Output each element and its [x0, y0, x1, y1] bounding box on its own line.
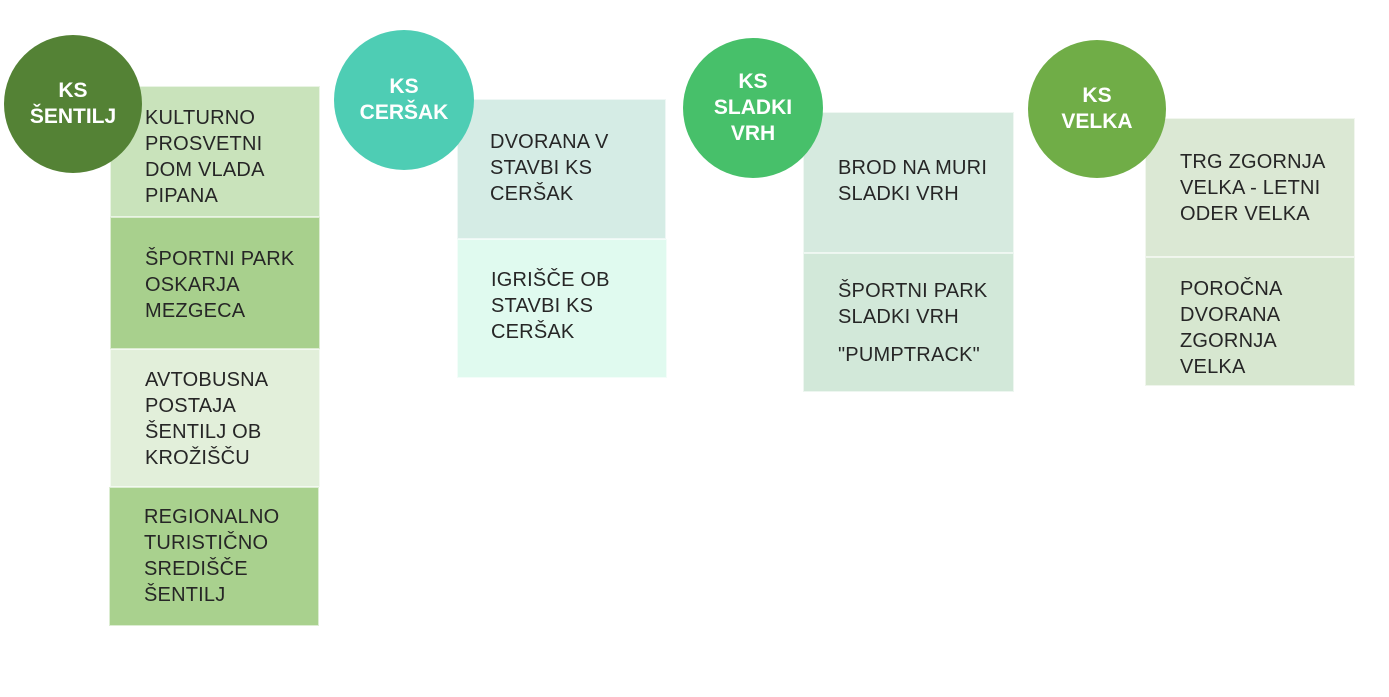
item-label-secondary: "PUMPTRACK"	[838, 344, 980, 366]
item-label: IGRIŠČE OB STAVBI KS CERŠAK	[491, 269, 610, 343]
item-label: ŠPORTNI PARK OSKARJA MEZGECA	[145, 248, 295, 322]
sladki-vrh-item-2: ŠPORTNI PARK SLADKI VRH "PUMPTRACK"	[803, 253, 1014, 392]
sentilj-item-1: KULTURNO PROSVETNI DOM VLADA PIPANA	[110, 86, 320, 217]
node-title-line: VELKA	[1061, 110, 1133, 133]
sentilj-item-3: AVTOBUSNA POSTAJA ŠENTILJ OB KROŽIŠČU	[110, 349, 320, 487]
sentilj-item-2: ŠPORTNI PARK OSKARJA MEZGECA	[110, 217, 320, 349]
node-title-line: KS	[738, 69, 768, 93]
node-title-line: ŠENTILJ	[29, 105, 117, 128]
ks-sentilj-node: KS ŠENTILJ	[4, 35, 142, 173]
item-label: AVTOBUSNA POSTAJA ŠENTILJ OB KROŽIŠČU	[145, 369, 268, 469]
node-title-line: KS	[389, 74, 419, 98]
item-label: BROD NA MURI SLADKI VRH	[838, 157, 988, 205]
node-title-line: VRH	[730, 122, 776, 146]
ks-sladki-vrh-node: KS SLADKI VRH	[683, 38, 823, 178]
ks-velka-node: KS VELKA	[1028, 40, 1166, 178]
velka-item-1: TRG ZGORNJA VELKA - LETNI ODER VELKA	[1145, 118, 1355, 257]
sentilj-item-4: REGIONALNO TURISTIČNO SREDIŠČE ŠENTILJ	[109, 487, 319, 626]
item-label: DVORANA V STAVBI KS CERŠAK	[490, 131, 609, 205]
item-label: REGIONALNO TURISTIČNO SREDIŠČE ŠENTILJ	[144, 506, 280, 606]
item-label: POROČNA DVORANA ZGORNJA VELKA	[1180, 278, 1282, 378]
node-title-line: KS	[1082, 83, 1112, 107]
sladki-vrh-item-1: BROD NA MURI SLADKI VRH	[803, 112, 1014, 253]
node-title-line: CERŠAK	[359, 101, 449, 124]
node-title-line: SLADKI	[713, 95, 793, 119]
item-label: TRG ZGORNJA VELKA - LETNI ODER VELKA	[1180, 151, 1325, 225]
item-label: KULTURNO PROSVETNI DOM VLADA PIPANA	[145, 107, 264, 207]
ks-cersak-node: KS CERŠAK	[334, 30, 474, 170]
node-title-line: KS	[58, 78, 88, 102]
velka-item-2: POROČNA DVORANA ZGORNJA VELKA	[1145, 257, 1355, 386]
cersak-item-1: DVORANA V STAVBI KS CERŠAK	[457, 99, 666, 239]
item-label: ŠPORTNI PARK SLADKI VRH	[838, 280, 988, 328]
cersak-item-2: IGRIŠČE OB STAVBI KS CERŠAK	[457, 239, 667, 378]
